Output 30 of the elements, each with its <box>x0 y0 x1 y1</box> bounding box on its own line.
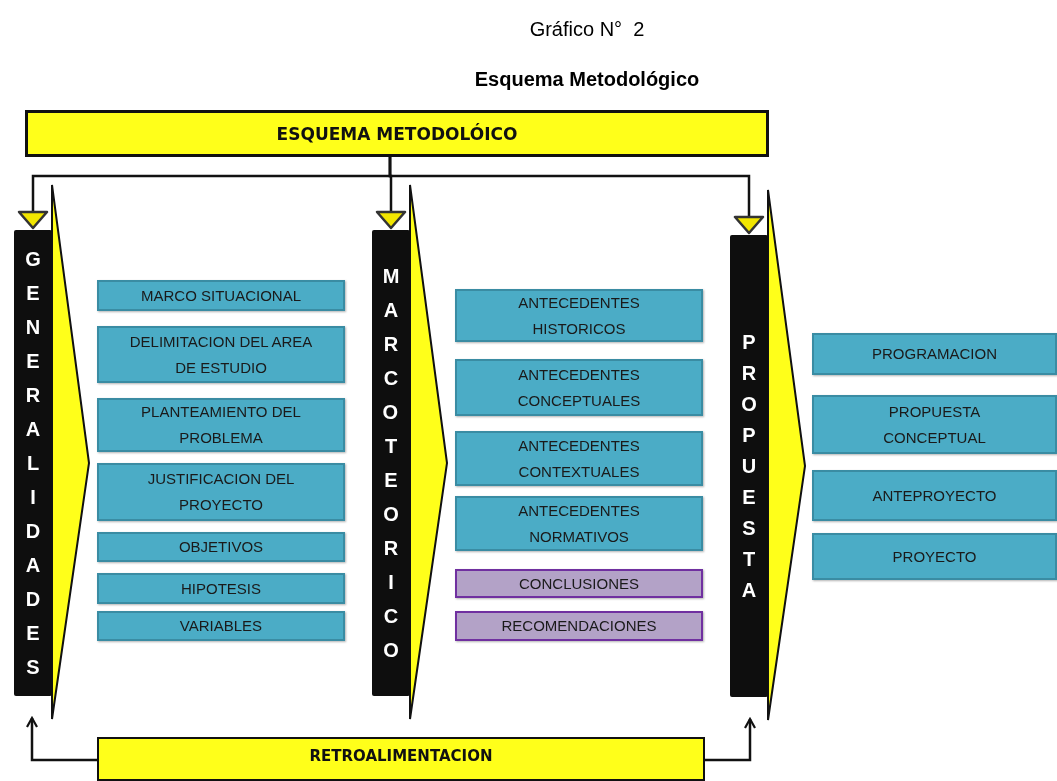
topic-box: OBJETIVOS <box>97 532 345 562</box>
topic-box: DELIMITACION DEL AREA DE ESTUDIO <box>97 326 345 383</box>
diagram-title: Esquema Metodológico <box>473 68 701 91</box>
figure-number: Gráfico N° 2 <box>528 18 646 41</box>
stage-bar <box>730 235 768 697</box>
topic-box: PROGRAMACION <box>812 333 1057 375</box>
topic-box: HIPOTESIS <box>97 573 345 604</box>
topic-box: MARCO SITUACIONAL <box>97 280 345 311</box>
vertical-heading: PROPUESTA <box>740 329 758 603</box>
topic-box: VARIABLES <box>97 611 345 641</box>
topic-box: ANTECEDENTES CONCEPTUALES <box>455 359 703 416</box>
topic-box: ANTECEDENTES CONTEXTUALES <box>455 431 703 486</box>
arrow <box>388 157 765 235</box>
feedback-banner: RETROALIMENTACION <box>97 737 705 781</box>
topic-box: PLANTEAMIENTO DEL PROBLEMA <box>97 398 345 452</box>
vertical-heading: GENERALIDADES <box>24 247 42 680</box>
title-banner: ESQUEMA METODOLÓICO <box>25 110 769 157</box>
vertical-heading: MARCO TEORICO <box>382 264 400 663</box>
stage-bar <box>372 230 410 696</box>
topic-box: RECOMENDACIONES <box>455 611 703 641</box>
topic-box: CONCLUSIONES <box>455 569 703 598</box>
arrow <box>705 717 757 762</box>
topic-box: ANTEPROYECTO <box>812 470 1057 521</box>
topic-box: ANTECEDENTES NORMATIVOS <box>455 496 703 551</box>
topic-box: PROYECTO <box>812 533 1057 580</box>
arrow <box>25 716 97 762</box>
topic-box: ANTECEDENTES HISTORICOS <box>455 289 703 342</box>
topic-box: PROPUESTA CONCEPTUAL <box>812 395 1057 454</box>
topic-box: JUSTIFICACION DEL PROYECTO <box>97 463 345 521</box>
stage-bar <box>14 230 52 696</box>
